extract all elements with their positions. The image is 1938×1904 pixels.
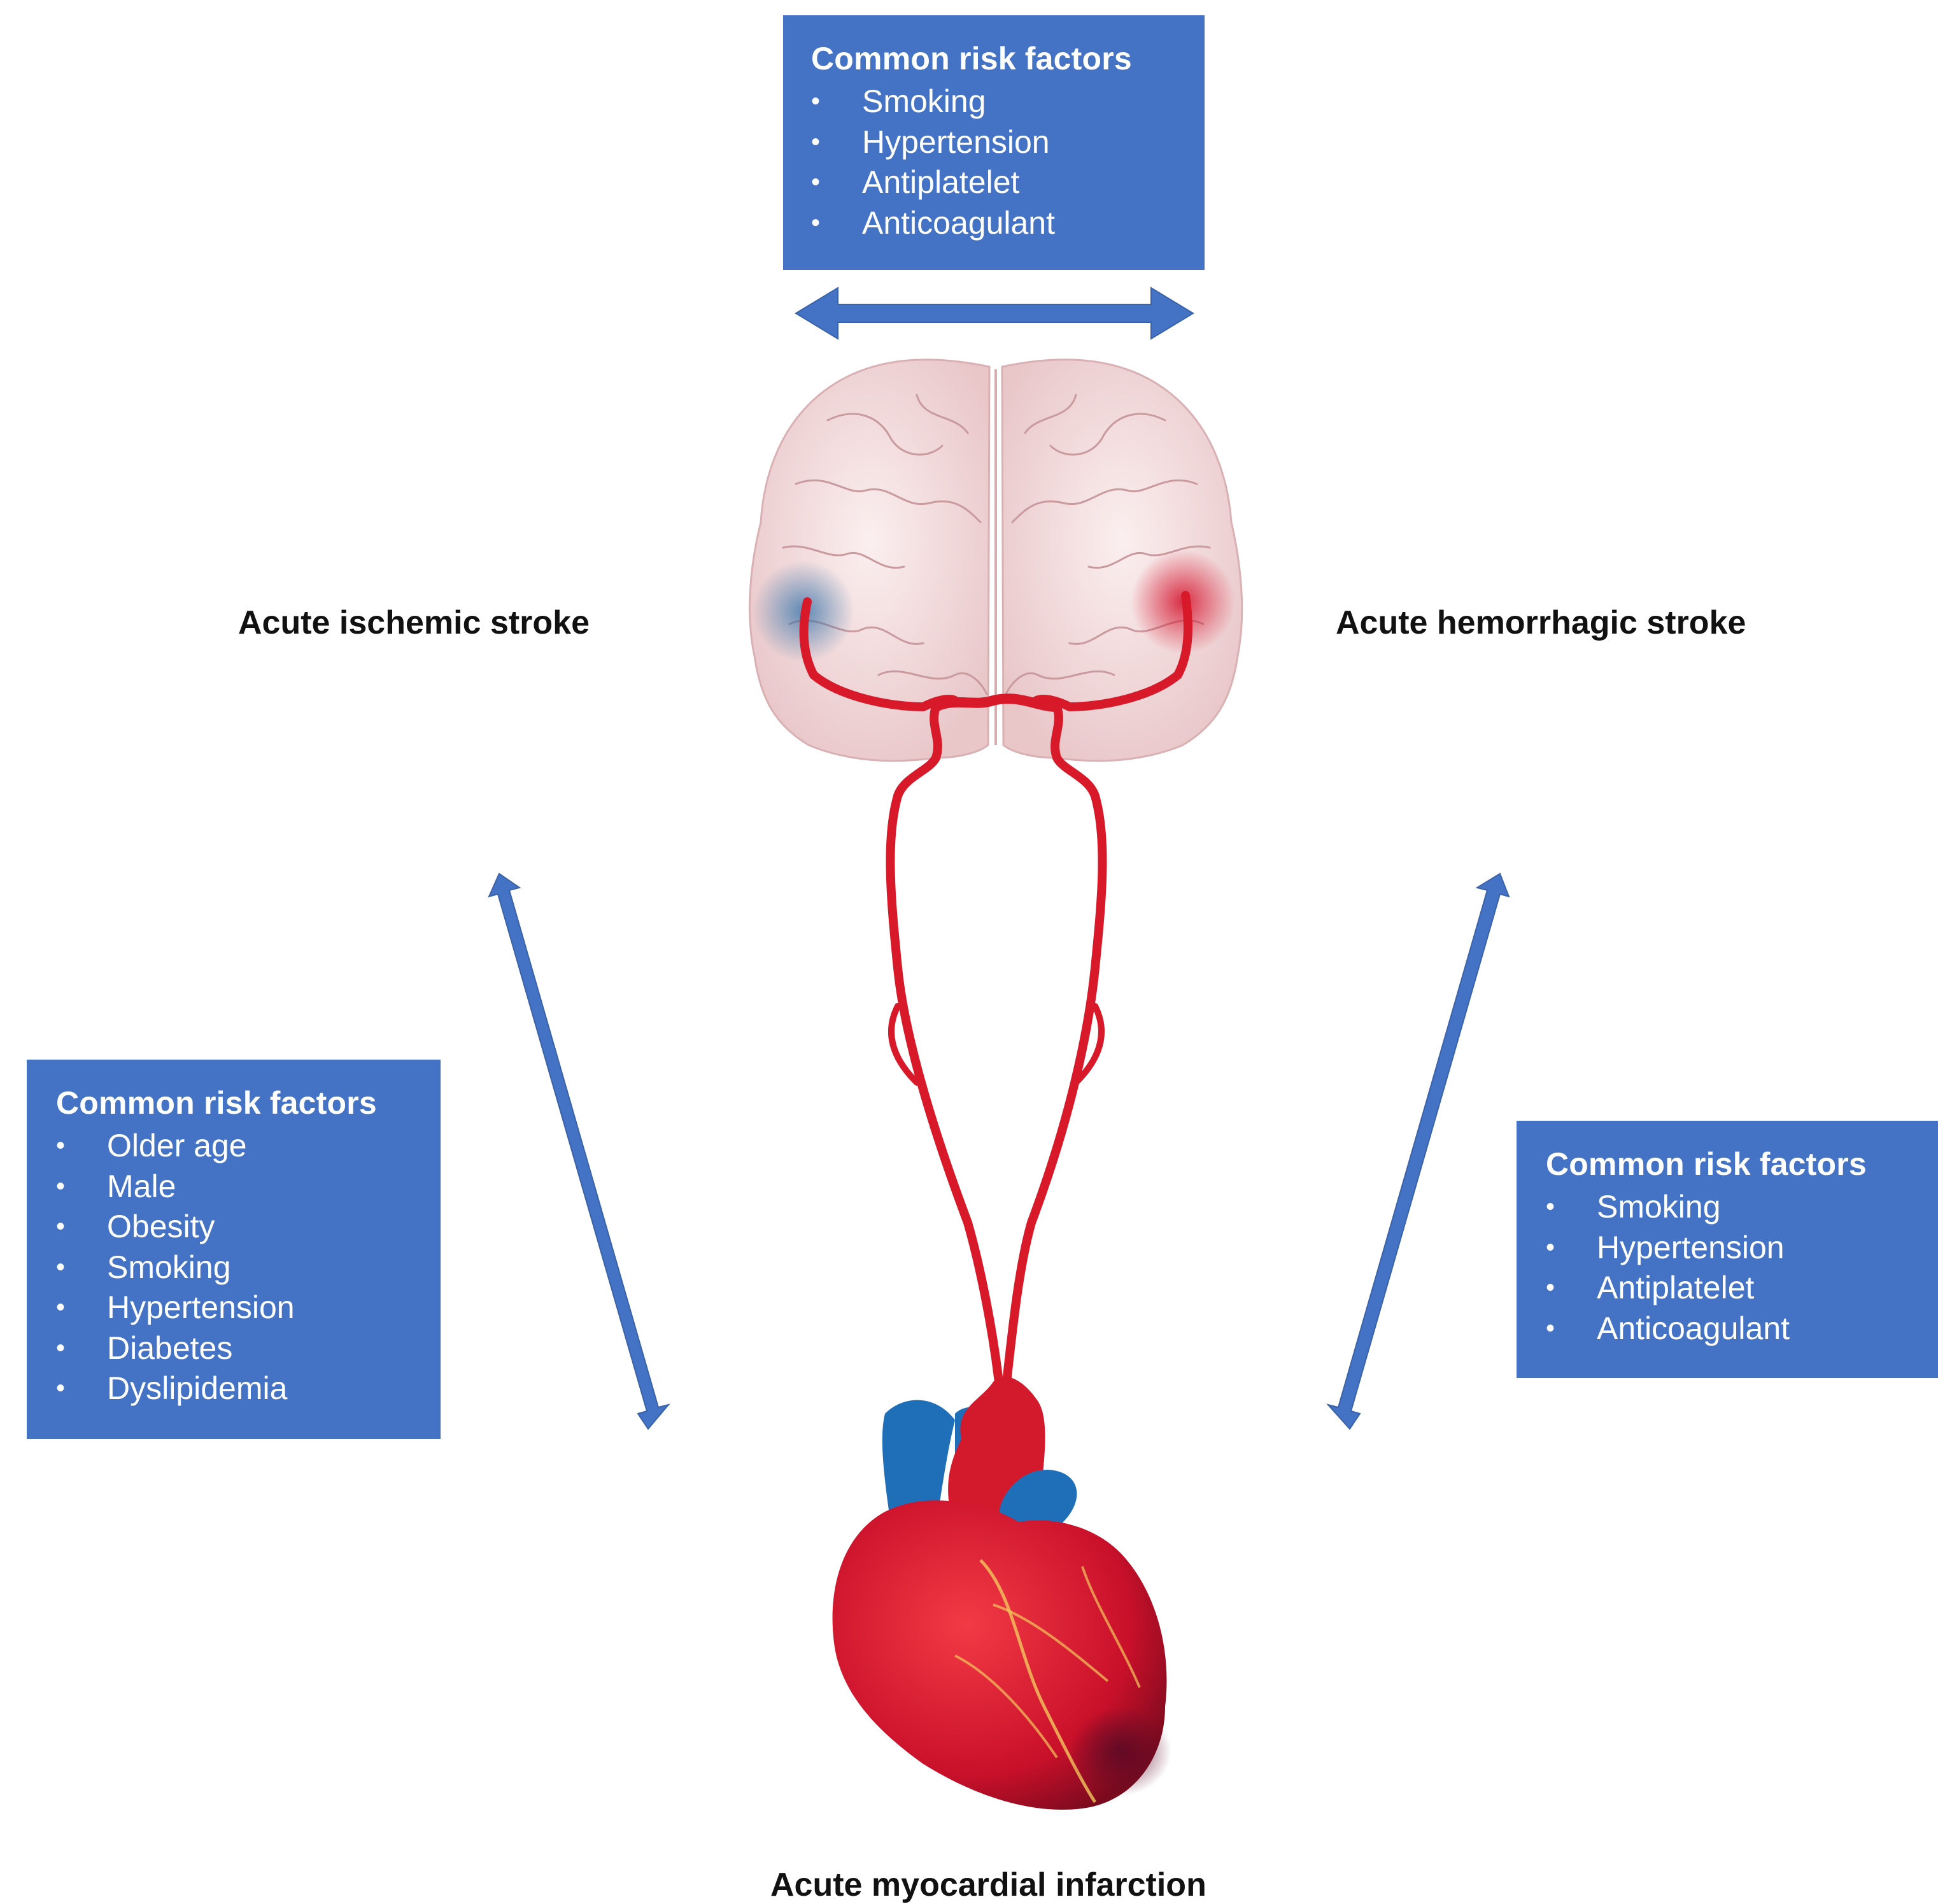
risk-factors-title: Common risk factors (811, 41, 1132, 76)
list-item: Anticoagulant (811, 203, 1205, 244)
double-arrow-top (795, 287, 1194, 340)
list-item: Antiplatelet (811, 162, 1205, 203)
risk-factors-title: Common risk factors (56, 1085, 377, 1121)
list-item: Hypertension (56, 1288, 441, 1328)
list-item: Anticoagulant (1546, 1309, 1938, 1349)
list-item: Smoking (56, 1247, 441, 1288)
list-item: Smoking (1546, 1187, 1938, 1228)
list-item: Older age (56, 1126, 441, 1167)
heart-illustration (832, 1376, 1171, 1810)
label-acute-ischemic-stroke: Acute ischemic stroke (238, 604, 590, 641)
risk-factors-list: Smoking Hypertension Antiplatelet Antico… (1546, 1187, 1938, 1349)
vena-cava (882, 1400, 955, 1528)
list-item: Obesity (56, 1207, 441, 1247)
list-item: Hypertension (811, 122, 1205, 163)
list-item: Male (56, 1167, 441, 1207)
list-item: Dyslipidemia (56, 1368, 441, 1409)
infarct-region (1070, 1707, 1171, 1796)
risk-factors-box-top: Common risk factors Smoking Hypertension… (783, 15, 1205, 270)
double-arrow-left (488, 872, 670, 1430)
label-acute-myocardial-infarction: Acute myocardial infarction (770, 1866, 1206, 1903)
risk-factors-list: Smoking Hypertension Antiplatelet Antico… (811, 82, 1205, 243)
risk-factors-box-right: Common risk factors Smoking Hypertension… (1517, 1121, 1938, 1378)
list-item: Hypertension (1546, 1228, 1938, 1268)
list-item: Diabetes (56, 1328, 441, 1369)
risk-factors-box-left: Common risk factors Older age Male Obesi… (27, 1060, 441, 1439)
list-item: Smoking (811, 82, 1205, 122)
risk-factors-list: Older age Male Obesity Smoking Hypertens… (56, 1126, 441, 1409)
cerebral-arteries (799, 591, 1192, 1393)
label-acute-hemorrhagic-stroke: Acute hemorrhagic stroke (1336, 604, 1746, 641)
list-item: Antiplatelet (1546, 1268, 1938, 1309)
risk-factors-title: Common risk factors (1546, 1146, 1867, 1182)
double-arrow-right (1326, 872, 1510, 1430)
